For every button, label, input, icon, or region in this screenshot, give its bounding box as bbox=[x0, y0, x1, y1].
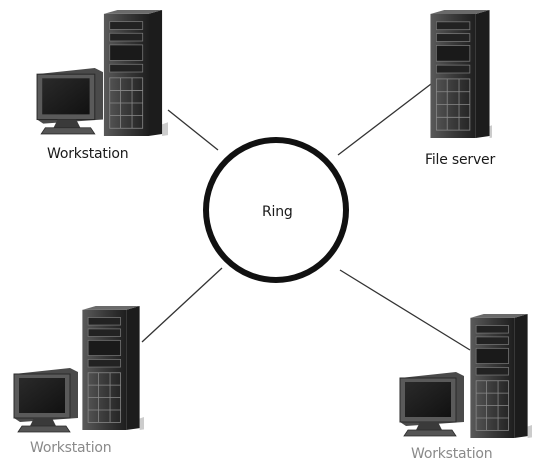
tower-icon bbox=[81, 306, 144, 430]
workstation-label-bottom-left: Workstation bbox=[30, 440, 112, 456]
server-tower-icon bbox=[430, 10, 492, 138]
file-server-label: File server bbox=[425, 152, 495, 168]
workstation-bottom-left bbox=[13, 306, 144, 433]
workstation-top-left bbox=[36, 10, 168, 136]
file-server-top-right bbox=[430, 10, 492, 138]
workstation-label-top-left: Workstation bbox=[47, 146, 129, 162]
workstation-bottom-right bbox=[399, 314, 532, 438]
workstation-label-bottom-right: Workstation bbox=[411, 446, 493, 462]
monitor-icon bbox=[36, 68, 104, 135]
monitor-icon bbox=[13, 368, 79, 433]
link-top-left bbox=[167, 109, 219, 151]
ring-label: Ring bbox=[262, 204, 293, 220]
link-bottom-right bbox=[339, 269, 471, 351]
tower-icon bbox=[469, 314, 532, 438]
ring-circle bbox=[203, 137, 349, 283]
link-top-right bbox=[337, 83, 432, 156]
link-bottom-left bbox=[141, 267, 223, 343]
monitor-icon bbox=[399, 372, 465, 437]
